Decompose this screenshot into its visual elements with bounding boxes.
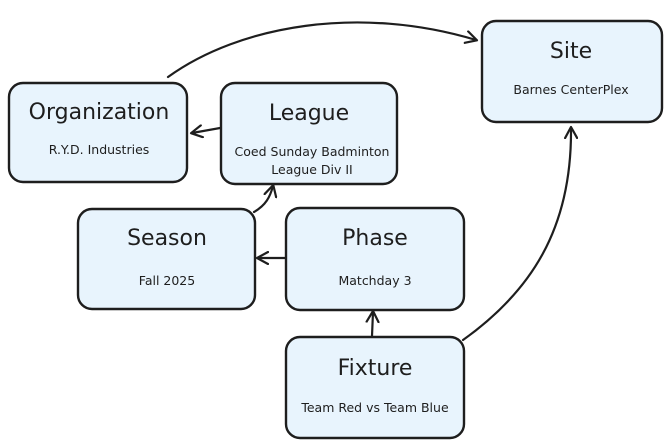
node-phase-subtitle: Matchday 3 <box>338 273 411 288</box>
node-league-subtitle-line1: Coed Sunday Badminton <box>235 144 390 159</box>
edge-league-to-organization <box>192 128 222 133</box>
node-organization-subtitle: R.Y.D. Industries <box>49 142 150 157</box>
node-phase: Phase Matchday 3 <box>284 206 466 312</box>
edge-fixture-to-site <box>461 128 571 342</box>
node-season-title: Season <box>127 226 207 251</box>
node-league: League Coed Sunday Badminton League Div … <box>219 81 399 186</box>
edge-organization-to-site <box>166 21 476 79</box>
node-fixture-subtitle: Team Red vs Team Blue <box>300 400 449 415</box>
node-site: Site Barnes CenterPlex <box>480 19 664 124</box>
node-fixture-title: Fixture <box>338 356 413 381</box>
node-site-subtitle: Barnes CenterPlex <box>513 82 628 97</box>
node-organization: Organization R.Y.D. Industries <box>7 81 189 184</box>
node-site-title: Site <box>550 39 592 64</box>
node-league-subtitle-line2: League Div II <box>271 162 352 177</box>
node-season-subtitle: Fall 2025 <box>139 273 195 288</box>
node-league-title: League <box>269 101 349 126</box>
node-phase-title: Phase <box>342 226 408 251</box>
edge-fixture-to-phase <box>372 312 373 338</box>
node-organization-title: Organization <box>29 100 170 125</box>
edge-season-to-league <box>252 186 273 214</box>
node-fixture: Fixture Team Red vs Team Blue <box>284 335 466 440</box>
node-season: Season Fall 2025 <box>76 207 257 311</box>
